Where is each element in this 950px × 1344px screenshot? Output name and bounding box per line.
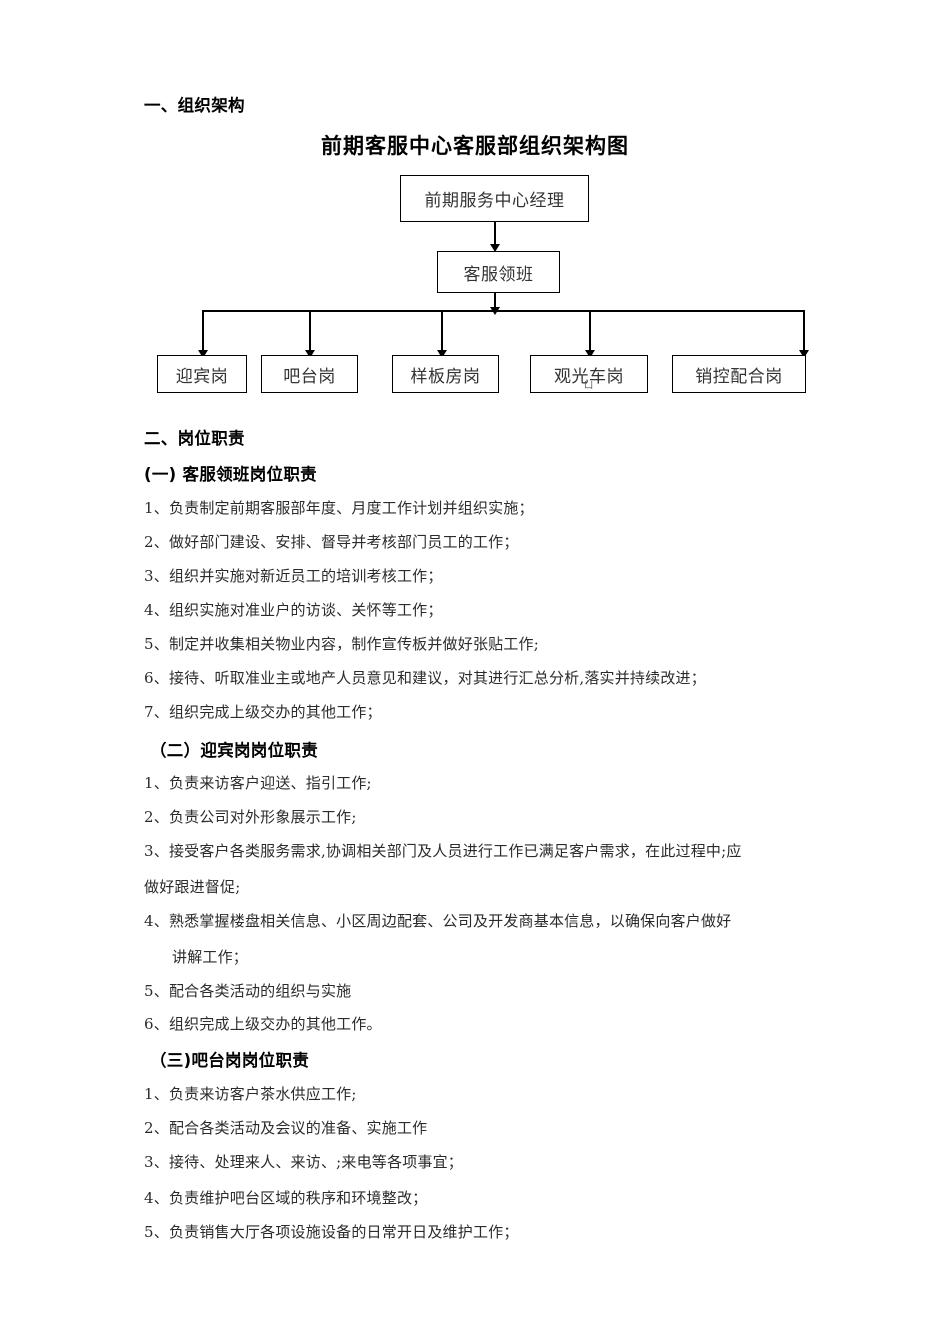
duty-item: 4、负责维护吧台区域的秩序和环境整改； — [144, 1189, 428, 1207]
org-node-leaf-greeter: 迎宾岗 — [157, 355, 247, 393]
connector-drop-1 — [202, 310, 204, 354]
arrow-drop-4-icon — [585, 350, 595, 358]
duty-heading-2: （二）迎宾岗岗位职责 — [150, 741, 318, 760]
duty-item: 2、配合各类活动及会议的准备、实施工作 — [144, 1119, 428, 1137]
duty-item: 5、制定并收集相关物业内容，制作宣传板并做好张贴工作; — [144, 635, 539, 653]
connector-root-to-level2 — [494, 222, 496, 248]
org-node-leaf-bar: 吧台岗 — [261, 355, 358, 393]
org-node-leaf-sales-support: 销控配合岗 — [672, 355, 806, 393]
duty-item: 4、熟悉掌握楼盘相关信息、小区周边配套、公司及开发商基本信息，以确保向客户做好 — [144, 912, 732, 930]
org-node-supervisor: 客服领班 — [437, 251, 560, 293]
connector-drop-2 — [309, 310, 311, 354]
org-chart: 前期服务中心经理 客服领班 迎宾岗 吧台岗 样板房岗 观光车岗 销控配合岗 凵 — [0, 0, 950, 420]
arrow-drop-1-icon — [198, 350, 208, 358]
org-chart-title: 前期客服中心客服部组织架构图 — [321, 133, 629, 158]
section-heading-duties: 二、岗位职责 — [144, 429, 245, 448]
org-node-leaf-showroom: 样板房岗 — [392, 355, 499, 393]
connector-drop-5 — [803, 310, 805, 354]
duty-item: 1、负责来访客户迎送、指引工作; — [144, 774, 372, 792]
arrow-drop-2-icon — [305, 350, 315, 358]
section-heading-organization: 一、组织架构 — [144, 96, 245, 115]
duty-item: 5、配合各类活动的组织与实施 — [144, 982, 352, 1000]
duty-item: 5、负责销售大厅各项设施设备的日常开日及维护工作； — [144, 1223, 519, 1241]
duty-item: 1、负责来访客户茶水供应工作; — [144, 1085, 357, 1103]
duty-item: 7、组织完成上级交办的其他工作； — [144, 703, 382, 721]
duty-item: 1、负责制定前期客服部年度、月度工作计划并组织实施； — [144, 499, 534, 517]
duty-heading-1: (一) 客服领班岗位职责 — [144, 465, 317, 484]
duty-item: 6、接待、听取准业主或地产人员意见和建议，对其进行汇总分析,落实并持续改进； — [144, 669, 706, 687]
duty-item: 6、组织完成上级交办的其他工作。 — [144, 1015, 382, 1033]
duty-item-continuation: 讲解工作； — [172, 948, 249, 966]
connector-drop-3 — [441, 310, 443, 354]
org-node-leaf-shuttle: 观光车岗 — [530, 355, 648, 393]
arrow-root-to-level2-icon — [490, 244, 500, 252]
duty-item: 2、做好部门建设、安排、督导并考核部门员工的工作； — [144, 533, 519, 551]
connector-horizontal-bus — [202, 310, 804, 312]
stray-glyph-artifact: 凵 — [584, 381, 594, 391]
connector-level2-to-bus — [494, 293, 496, 311]
duty-heading-3: （三)吧台岗岗位职责 — [150, 1051, 310, 1070]
connector-drop-4 — [589, 310, 591, 354]
duty-item: 4、组织实施对准业户的访谈、关怀等工作； — [144, 601, 443, 619]
duty-item: 3、组织并实施对新近员工的培训考核工作； — [144, 567, 443, 585]
org-node-root: 前期服务中心经理 — [400, 175, 589, 222]
duty-item: 3、接待、处理来人、来访、;来电等各项事宜； — [144, 1153, 463, 1171]
duty-item: 3、接受客户各类服务需求,协调相关部门及人员进行工作已满足客户需求，在此过程中;… — [144, 842, 742, 860]
duty-item: 2、负责公司对外形象展示工作; — [144, 808, 357, 826]
duty-item-continuation: 做好跟进督促; — [144, 878, 241, 896]
arrow-drop-5-icon — [799, 350, 809, 358]
arrow-drop-3-icon — [437, 350, 447, 358]
